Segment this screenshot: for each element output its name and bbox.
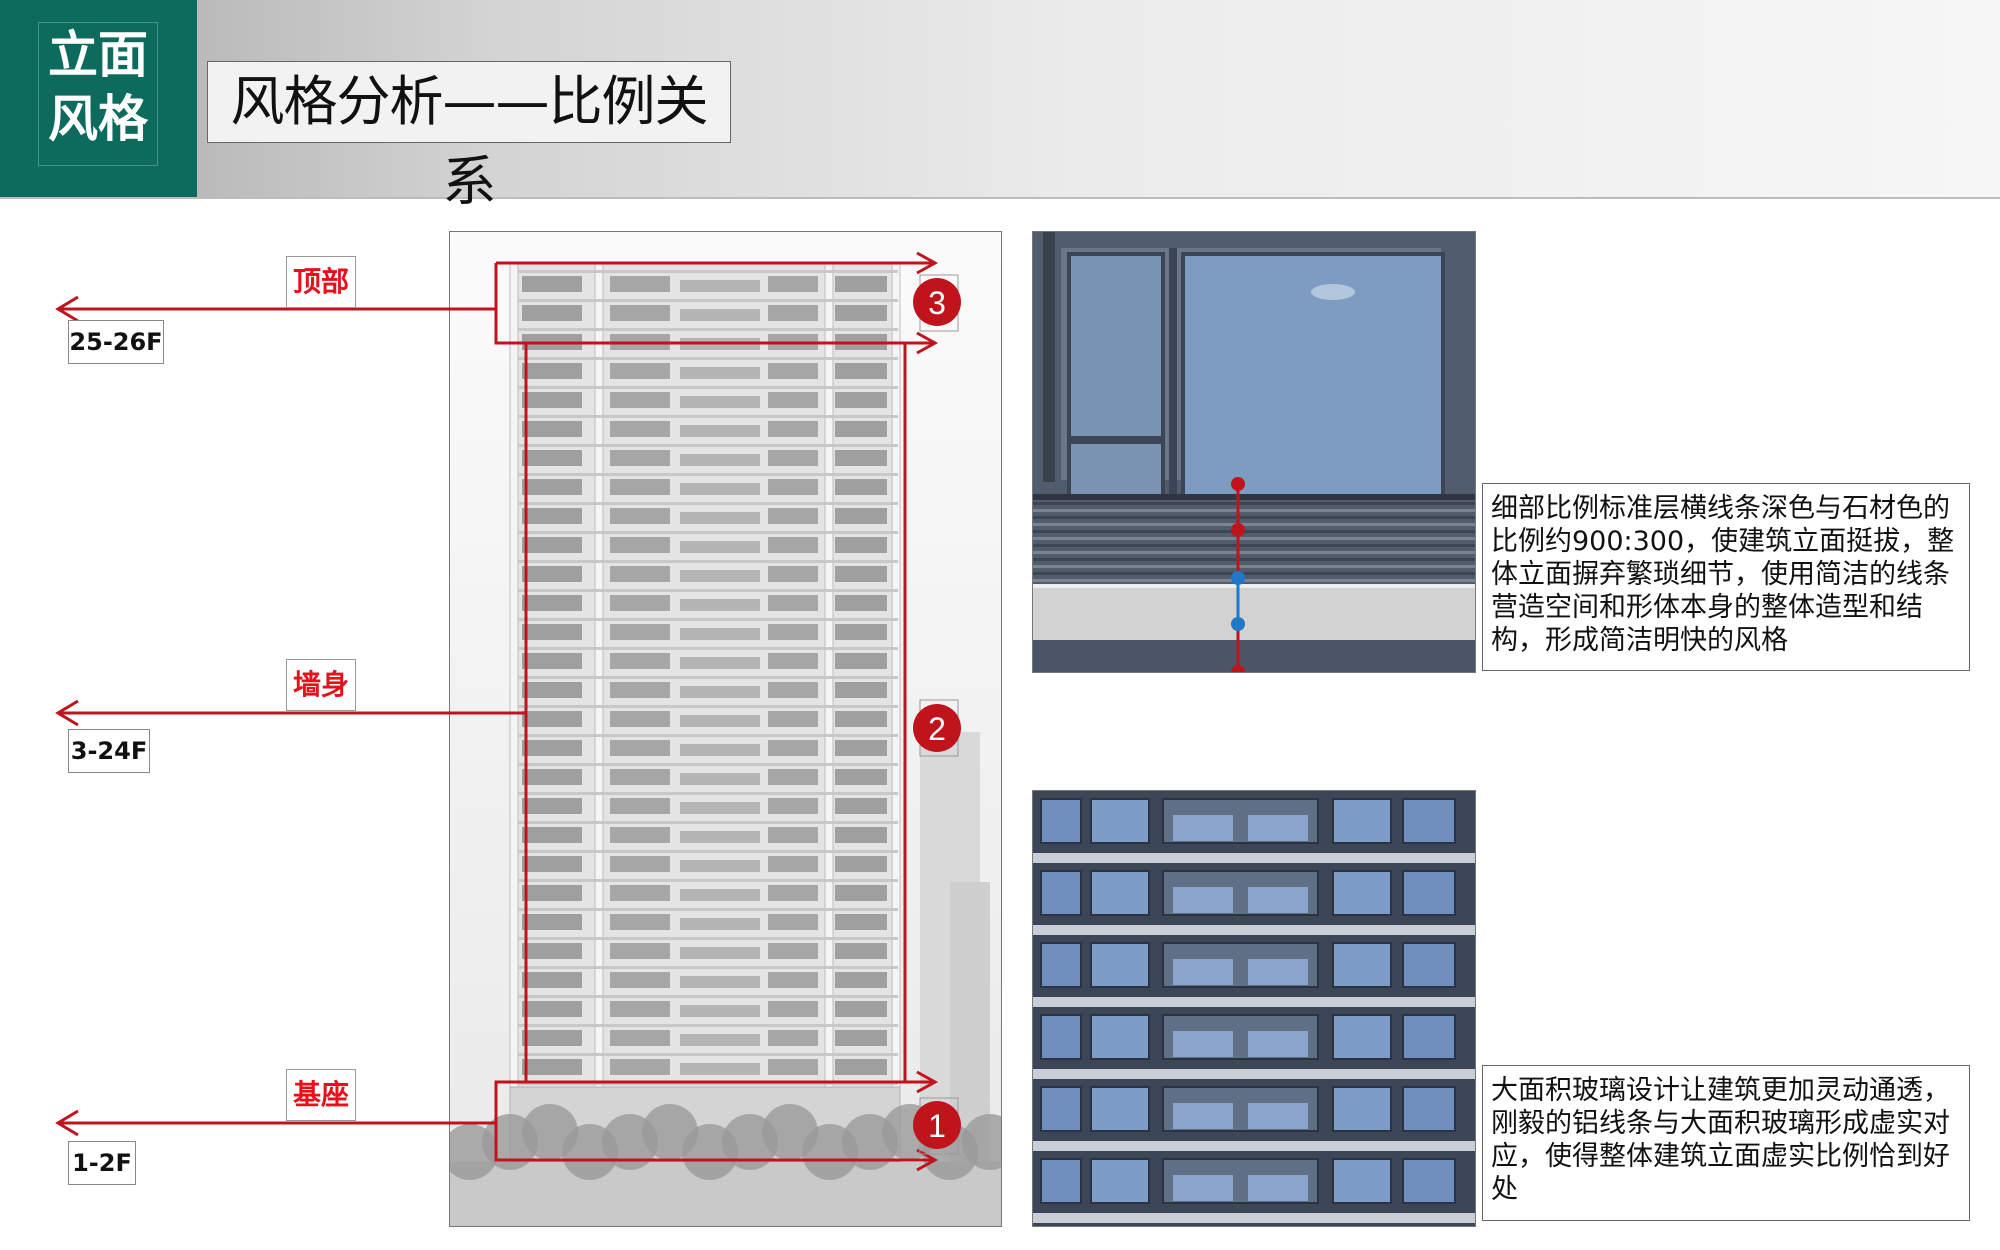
section-badge-text: 立面 风格 [38,22,158,166]
glass-facade-drawing [1033,791,1475,1226]
detail-description-top: 细部比例标准层横线条深色与石材色的比例约900:300，使建筑立面挺拔，整体立面… [1482,483,1970,671]
page-title: 风格分析——比例关系 [207,61,731,213]
floor-range-body: 3-24F [68,729,150,773]
building-elevation-image [449,231,1002,1227]
detail-photo-window-band [1032,231,1476,673]
detail-description-bottom: 大面积玻璃设计让建筑更加灵动通透，刚毅的铝线条与大面积玻璃形成虚实对应，使得整体… [1482,1065,1970,1221]
zone-label-top: 顶部 [286,256,356,308]
detail-photo-glass-facade [1032,790,1476,1227]
building-drawing [450,261,1001,1226]
section-badge: 立面 风格 [0,0,197,197]
badge-line-2: 风格 [48,90,148,148]
zone-label-body: 墙身 [286,659,356,711]
window-detail-drawing [1033,232,1475,672]
floor-range-base: 1-2F [68,1141,136,1185]
floor-range-top: 25-26F [68,320,164,364]
badge-line-1: 立面 [48,26,148,84]
zone-label-base: 基座 [286,1069,356,1121]
